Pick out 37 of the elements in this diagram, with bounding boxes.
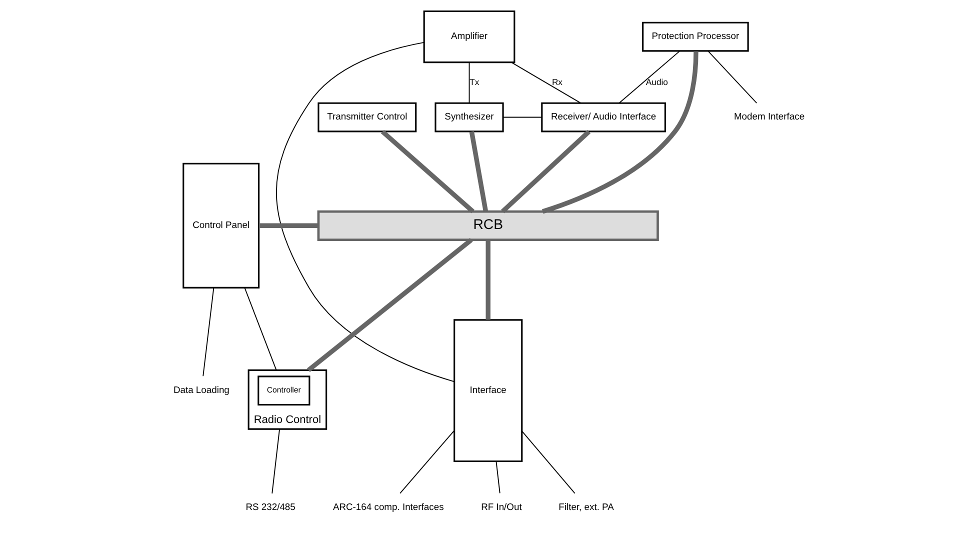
node-box: Receiver/ Audio Interface xyxy=(540,102,666,132)
node-box: Interface xyxy=(453,319,522,462)
node-box: Transmitter Control xyxy=(317,102,416,132)
connector xyxy=(306,238,472,372)
connector xyxy=(244,287,276,371)
node-text: Data Loading xyxy=(172,384,229,396)
node-box: Protection Processor xyxy=(642,22,748,52)
connector xyxy=(500,130,590,214)
connector xyxy=(510,62,581,104)
node-box: Amplifier xyxy=(422,10,515,64)
connector xyxy=(258,223,318,228)
connector xyxy=(202,287,214,377)
connector xyxy=(707,50,757,104)
connector xyxy=(485,240,490,320)
edge-label: Audio xyxy=(645,76,668,87)
node-text: Modem Interface xyxy=(733,110,804,122)
connector xyxy=(468,62,470,104)
node-box: RCB xyxy=(316,210,658,241)
node-text: Filter, ext. PA xyxy=(558,501,614,512)
node-text: RF In/Out xyxy=(480,501,522,512)
node-text: ARC-164 comp. Interfaces xyxy=(332,501,444,512)
connector xyxy=(468,131,488,212)
edge-label: Rx xyxy=(551,76,562,87)
node-box: Control Panel xyxy=(182,162,260,288)
node-text: RS 232/485 xyxy=(245,501,295,512)
connector xyxy=(618,50,680,104)
connector xyxy=(495,461,500,494)
connector xyxy=(380,130,474,214)
connector xyxy=(399,430,454,494)
connector xyxy=(271,428,280,494)
connector xyxy=(541,51,698,214)
connector xyxy=(275,42,454,382)
connector xyxy=(502,116,542,118)
connector xyxy=(520,430,575,494)
edge-label: Tx xyxy=(469,76,479,87)
node-box: Synthesizer xyxy=(434,102,504,132)
node-box: Controller xyxy=(257,376,310,406)
